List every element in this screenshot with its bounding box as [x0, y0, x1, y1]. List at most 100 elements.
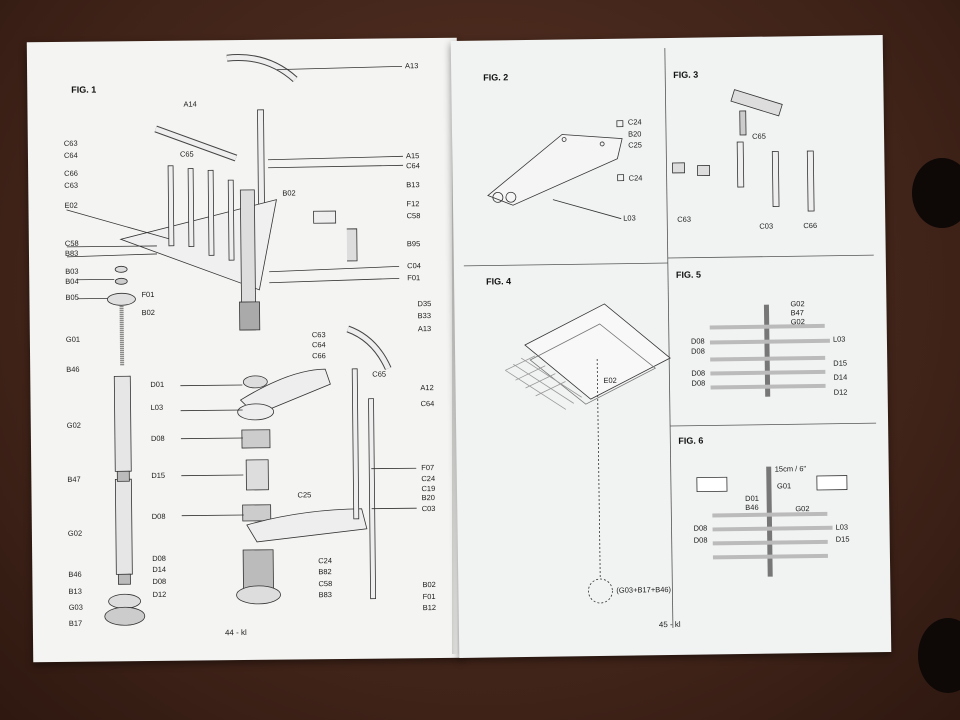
- part-label: E02: [64, 200, 78, 210]
- part-label: B82: [318, 567, 332, 577]
- part-label: 15cm / 6": [774, 464, 807, 474]
- part-label: F01: [407, 273, 421, 283]
- part-label: B02: [282, 188, 296, 198]
- part-label: C63: [311, 330, 326, 340]
- part-label: C24: [318, 556, 333, 566]
- fig2-title: FIG. 2: [483, 72, 509, 83]
- fig3-title: FIG. 3: [673, 69, 699, 80]
- part-label: G03: [68, 602, 83, 612]
- part-label: D08: [152, 576, 167, 586]
- part-label: D14: [152, 564, 167, 574]
- part-label: B20: [627, 129, 642, 139]
- part-label: B46: [68, 569, 82, 579]
- part-label: B46: [66, 364, 80, 374]
- part-label: C19: [421, 484, 436, 494]
- part-label: A15: [405, 151, 420, 161]
- part-label: D14: [833, 372, 848, 382]
- part-label: L03: [623, 213, 636, 223]
- binder-hole-bottom: [918, 618, 960, 693]
- part-label: C03: [759, 221, 774, 231]
- part-label: C25: [297, 490, 312, 500]
- part-label: G02: [67, 528, 83, 538]
- fig6-title: FIG. 6: [678, 435, 704, 446]
- fig4-title: FIG. 4: [486, 276, 512, 287]
- part-label: C04: [407, 261, 421, 271]
- part-label: C58: [406, 211, 421, 221]
- binder-hole-top: [912, 158, 960, 228]
- part-label: C66: [312, 351, 326, 361]
- part-label: C63: [64, 180, 79, 190]
- part-label: (G03+B17+B46): [616, 585, 672, 595]
- part-label: D08: [691, 368, 706, 378]
- part-label: C24: [628, 173, 643, 183]
- part-label: D08: [691, 378, 706, 388]
- part-label: L03: [832, 334, 846, 344]
- part-label: C24: [627, 117, 642, 127]
- part-label: C63: [677, 214, 692, 224]
- part-label: D35: [417, 299, 432, 309]
- part-label: B83: [318, 590, 332, 600]
- part-label: C58: [318, 579, 333, 589]
- fig1-exploded-drawing: [66, 54, 417, 626]
- part-label: A13: [404, 61, 419, 71]
- part-label: D15: [835, 534, 850, 544]
- part-label: B13: [406, 180, 420, 190]
- part-label: A14: [183, 99, 197, 109]
- part-label: G01: [65, 334, 81, 344]
- part-label: C25: [628, 140, 643, 150]
- part-label: C64: [311, 340, 326, 350]
- part-label: C64: [63, 150, 78, 160]
- part-label: D12: [833, 387, 848, 397]
- part-label: B13: [68, 586, 82, 596]
- part-label: F07: [421, 463, 435, 473]
- page-number-left: 44 - kl: [224, 627, 247, 638]
- part-label: C63: [63, 138, 78, 148]
- part-label: B47: [790, 308, 804, 318]
- part-label: B02: [141, 307, 156, 318]
- part-label: D15: [151, 470, 166, 480]
- part-label: D08: [693, 535, 708, 545]
- part-label: D08: [693, 523, 708, 533]
- part-label: F01: [141, 289, 155, 300]
- part-label: B12: [422, 603, 437, 613]
- part-label: A12: [420, 383, 434, 393]
- part-label: B05: [65, 292, 79, 302]
- part-label: L03: [150, 402, 164, 412]
- part-label: B04: [65, 276, 79, 286]
- part-label: C66: [803, 220, 818, 231]
- part-label: B83: [64, 248, 79, 258]
- part-label: D08: [150, 433, 165, 443]
- part-label: D01: [745, 493, 759, 503]
- part-label: C64: [406, 161, 420, 171]
- part-label: D08: [151, 511, 166, 521]
- part-label: E02: [603, 375, 617, 385]
- part-label: G02: [790, 317, 805, 327]
- part-label: G02: [790, 299, 805, 309]
- part-label: B02: [422, 580, 436, 590]
- fig5-title: FIG. 5: [675, 269, 702, 280]
- part-label: B46: [745, 502, 759, 512]
- part-label: B03: [65, 266, 79, 276]
- part-label: C58: [64, 238, 79, 248]
- part-label: C65: [179, 149, 194, 159]
- part-label: A13: [417, 324, 432, 334]
- part-label: L03: [835, 522, 849, 532]
- part-label: C65: [752, 131, 766, 141]
- part-label: G02: [66, 420, 82, 430]
- part-label: F01: [422, 592, 436, 602]
- part-label: D12: [152, 589, 167, 599]
- part-label: G01: [776, 481, 792, 491]
- part-label: G02: [795, 504, 810, 514]
- part-label: C66: [64, 168, 78, 178]
- part-label: C03: [421, 504, 436, 514]
- part-label: B17: [68, 618, 83, 628]
- manual-page-right: FIG. 2 FIG. 3 FIG. 4 FIG. 5 FIG. 6 45 - …: [450, 35, 892, 658]
- part-label: F12: [406, 199, 420, 209]
- part-label: C64: [420, 399, 435, 409]
- part-label: D08: [690, 336, 705, 346]
- page-number-right: 45 - kl: [658, 619, 681, 630]
- part-label: B20: [421, 493, 435, 503]
- part-label: B33: [417, 311, 432, 321]
- manual-page-left: FIG. 1 44 - kl A14 A13 C63 C64 C65 C66 C…: [26, 37, 464, 663]
